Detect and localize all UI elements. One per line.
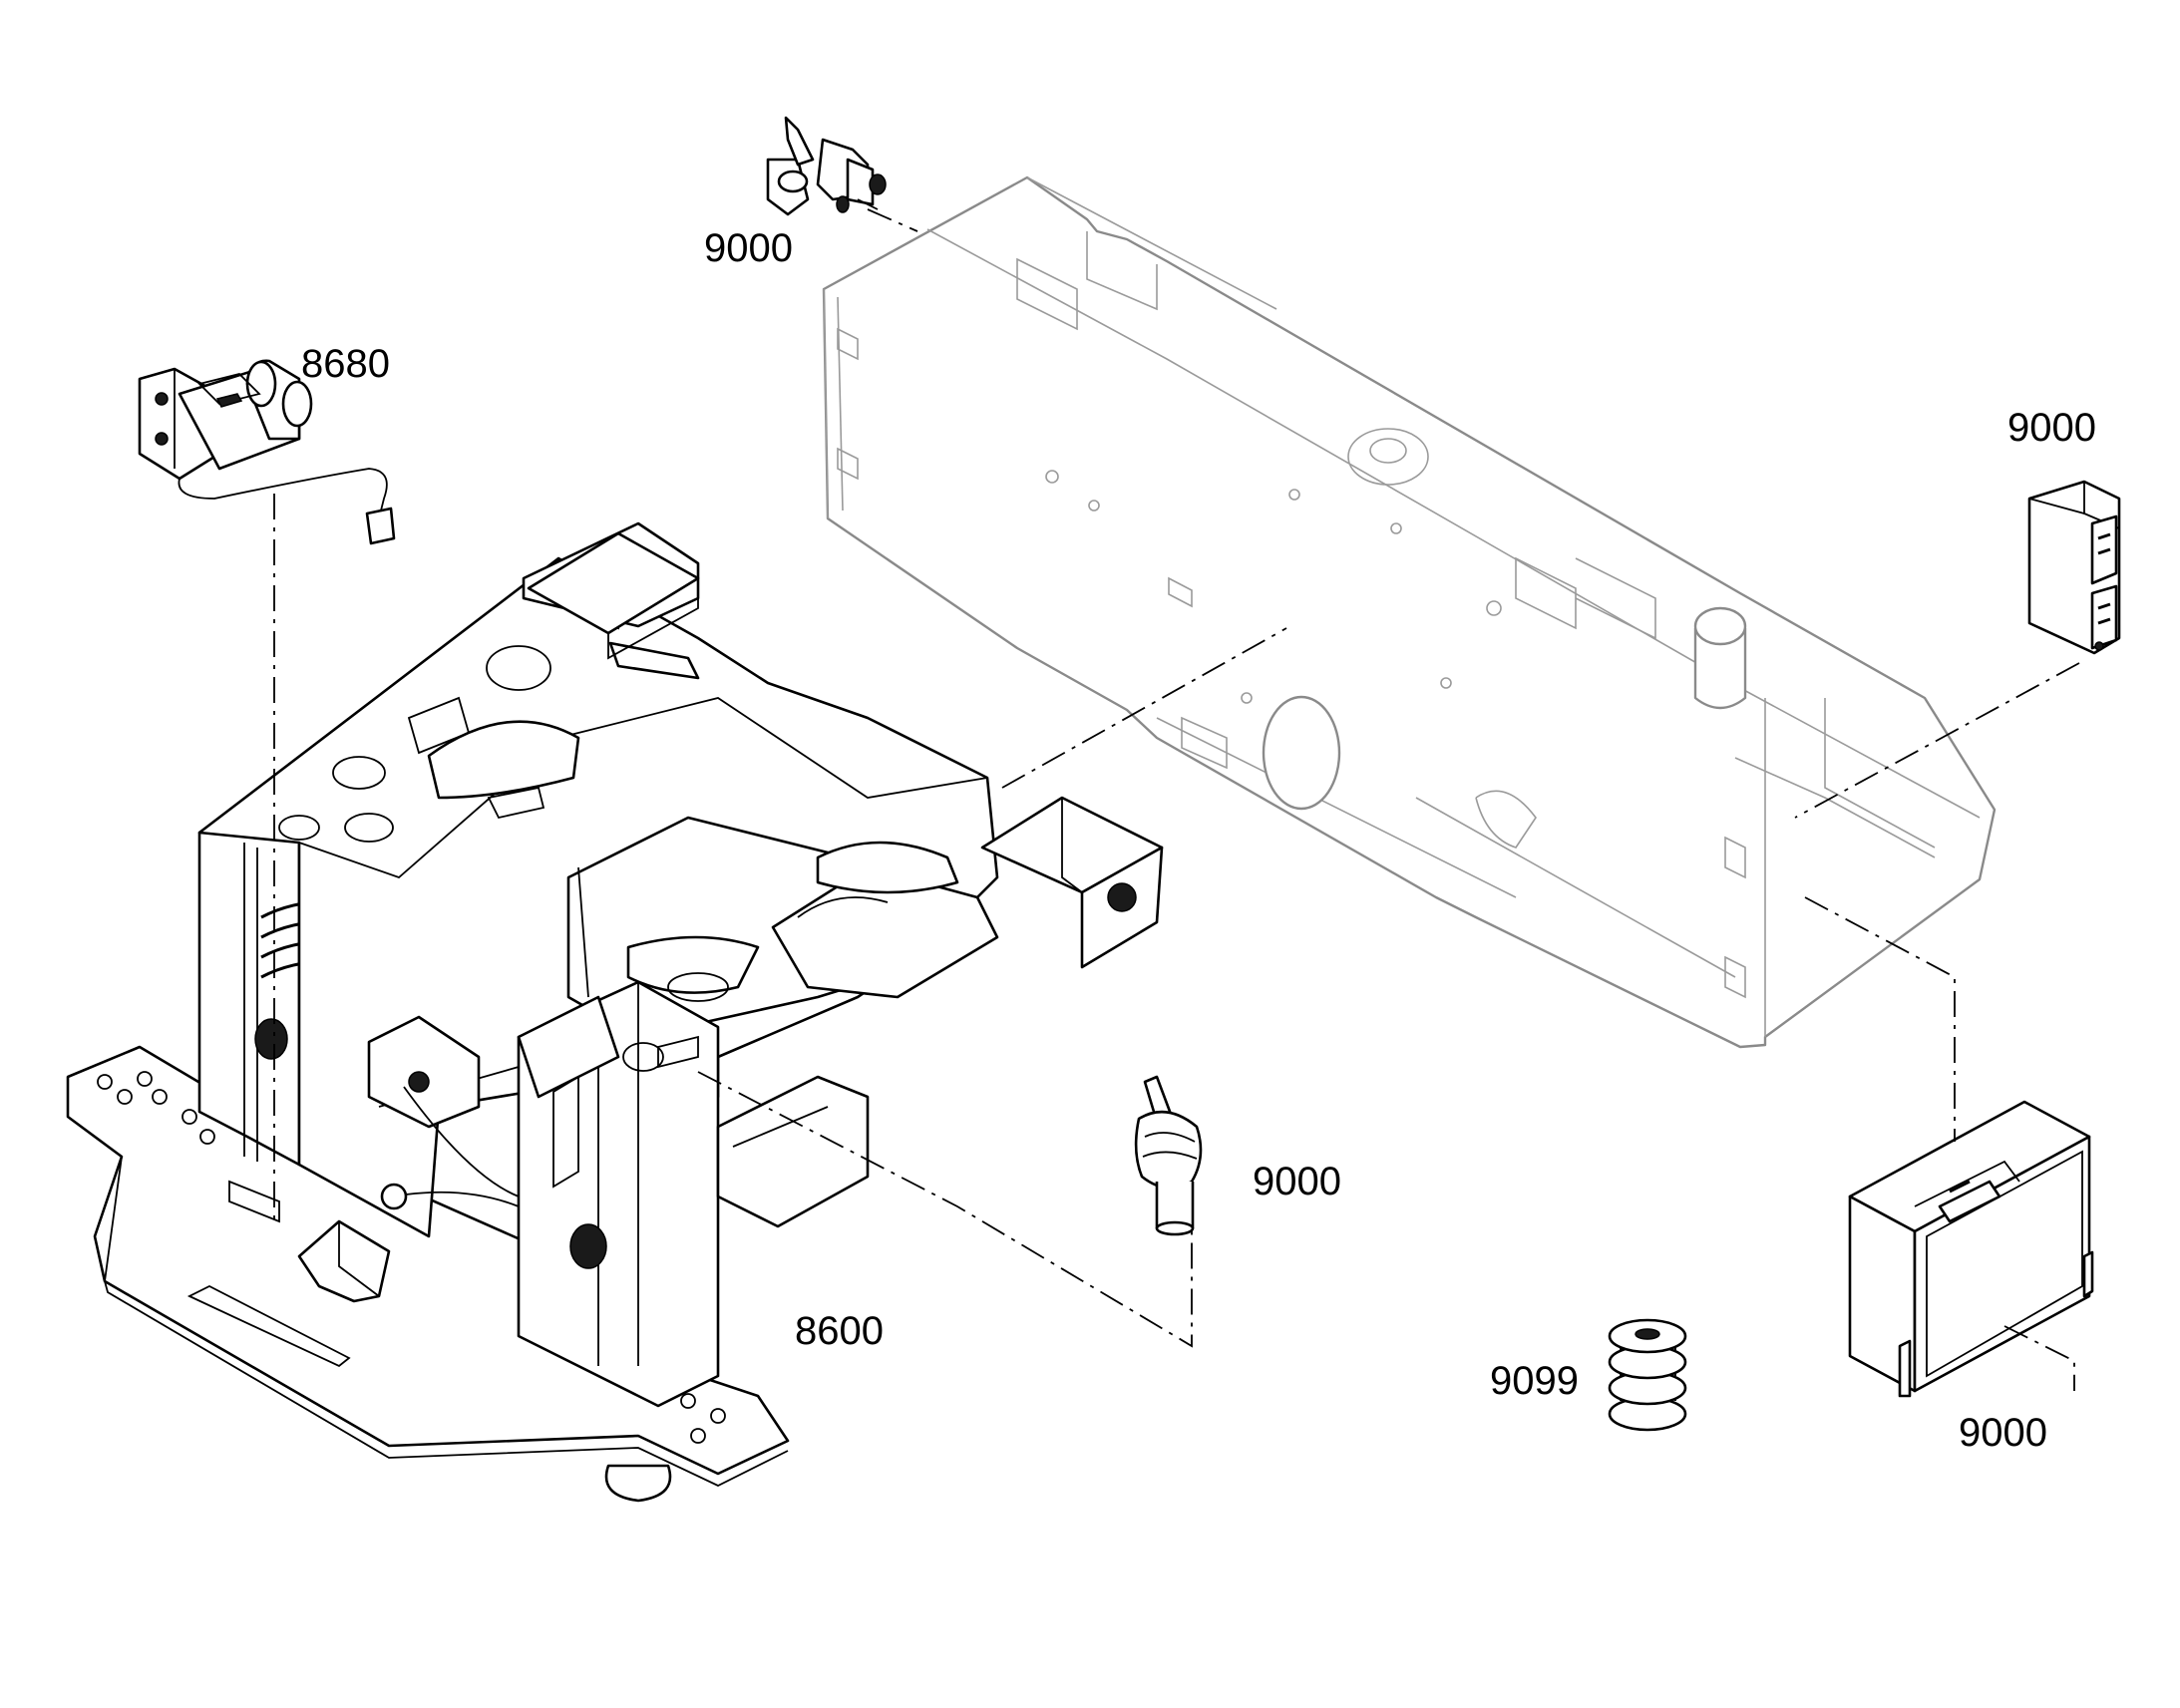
callout-control-unit-bottom: 9000 xyxy=(1959,1411,2047,1455)
callout-battery-switch: 9000 xyxy=(704,226,793,270)
callout-spacers: 9099 xyxy=(1490,1359,1579,1403)
callout-control-unit-top: 9000 xyxy=(2007,406,2096,450)
leader-lines xyxy=(273,208,2080,1391)
ghost-frame-housing xyxy=(822,175,1997,1049)
seat-console-assembly xyxy=(66,521,1164,1503)
callout-seat-switch: 8680 xyxy=(301,342,390,386)
control-unit-bottom-part xyxy=(1848,1100,2094,1398)
seat-switch-part xyxy=(138,359,396,545)
spacer-stack-part xyxy=(1608,1318,1687,1432)
control-unit-top-part xyxy=(2027,480,2121,655)
battery-switch-part xyxy=(766,116,887,216)
callout-seat-console: 8600 xyxy=(795,1309,884,1353)
callout-labels: 8680 9000 9000 9000 8600 9099 9000 xyxy=(301,226,2096,1455)
callout-joystick: 9000 xyxy=(1253,1160,1341,1203)
joystick-part xyxy=(1134,1075,1203,1236)
